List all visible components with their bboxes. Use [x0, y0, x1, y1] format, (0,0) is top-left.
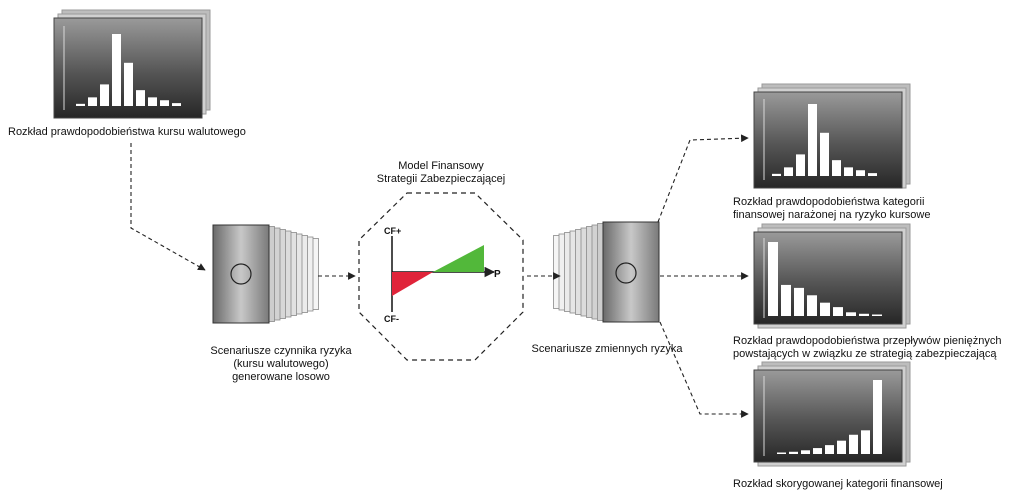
- histogram-bars: [768, 242, 882, 316]
- histogram-bar: [772, 173, 781, 176]
- histogram-bar: [808, 104, 817, 176]
- histogram-bar: [807, 295, 817, 316]
- histogram-bar: [859, 313, 869, 316]
- histogram-bar: [872, 314, 882, 316]
- cash-flow-label-line1: Rozkład prawdopodobieństwa przepływów pi…: [733, 335, 1001, 347]
- histogram-bar: [846, 312, 856, 316]
- histogram-bar: [100, 84, 109, 106]
- output-circle-icon: [615, 262, 637, 284]
- model-octagon: [358, 192, 524, 361]
- histogram-bar: [837, 440, 846, 454]
- histogram-bar: [768, 242, 778, 316]
- histogram-bar: [856, 170, 865, 176]
- cash-flow-panel: [753, 223, 911, 329]
- histogram-bar: [148, 97, 157, 106]
- risk-scenarios-label-line1: Scenariusze czynnika ryzyka: [210, 345, 352, 357]
- histogram-bar: [789, 451, 798, 454]
- adjusted-category-label: Rozkład skorygowanej kategorii finansowe…: [733, 478, 943, 490]
- histogram-bar: [784, 167, 793, 176]
- model-title-line1: Model Finansowy: [398, 160, 484, 172]
- cf-minus-label: CF-: [384, 314, 399, 324]
- histogram-bars: [777, 380, 882, 454]
- histogram-bar: [820, 302, 830, 316]
- histogram-bar: [849, 434, 858, 454]
- histogram-bar: [88, 97, 97, 106]
- currency-distribution-panel: [53, 9, 211, 119]
- exposed-category-panel: [753, 83, 911, 189]
- risk-scenarios-label-line2: (kursu walutowego): [233, 358, 328, 370]
- histogram-bar: [813, 448, 822, 454]
- scenario-generator-box: [212, 224, 270, 324]
- exposed-category-label-line2: finansowej narażonej na ryzyko kursowe: [733, 209, 931, 221]
- histogram-bar: [76, 103, 85, 106]
- arrow-to-adjusted-category: [659, 321, 749, 418]
- histogram-bar: [868, 173, 877, 176]
- adjusted-category-panel: [753, 361, 911, 467]
- histogram-bars: [76, 34, 181, 106]
- histogram-bar: [160, 100, 169, 106]
- arrow-to-exposed-category: [657, 134, 749, 223]
- histogram-bar: [820, 132, 829, 176]
- risk-scenarios-stack: [212, 224, 319, 324]
- histogram-bars: [772, 104, 877, 176]
- histogram-bar: [833, 307, 843, 316]
- risk-scenarios-label-line3: generowane losowo: [232, 371, 330, 383]
- p-label: P: [494, 269, 501, 280]
- model-title-line2: Strategii Zabezpieczającej: [377, 173, 505, 185]
- histogram-bar: [861, 430, 870, 454]
- cash-flow-label-line2: powstających w związku ze strategią zabe…: [733, 348, 997, 360]
- histogram-bar: [112, 34, 121, 106]
- histogram-bar: [172, 103, 181, 106]
- exposed-category-label-line1: Rozkład prawdopodobieństwa kategorii: [733, 196, 924, 208]
- cf-plus-label: CF+: [384, 226, 401, 236]
- histogram-bar: [124, 62, 133, 106]
- histogram-bar: [825, 445, 834, 454]
- histogram-bar: [844, 167, 853, 176]
- histogram-bar: [873, 380, 882, 454]
- histogram-bar: [781, 284, 791, 316]
- positive-payoff-area: [433, 245, 484, 272]
- connectors: [130, 134, 749, 418]
- histogram-bar: [832, 160, 841, 176]
- arrow-distribution-to-scenarios: [130, 143, 206, 271]
- variable-scenarios-stack: [553, 221, 660, 323]
- currency-distribution-label: Rozkład prawdopodobieństwa kursu walutow…: [8, 126, 246, 138]
- variable-scenarios-label: Scenariusze zmiennych ryzyka: [531, 343, 683, 355]
- histogram-bar: [794, 287, 804, 316]
- scenario-output-box: [602, 221, 660, 323]
- negative-payoff-area: [392, 272, 433, 296]
- histogram-bar: [796, 154, 805, 176]
- histogram-bar: [801, 450, 810, 454]
- histogram-bar: [777, 452, 786, 454]
- generator-circle-icon: [230, 263, 252, 285]
- histogram-bar: [136, 90, 145, 106]
- payoff-chart: CF+ CF- P: [384, 226, 501, 324]
